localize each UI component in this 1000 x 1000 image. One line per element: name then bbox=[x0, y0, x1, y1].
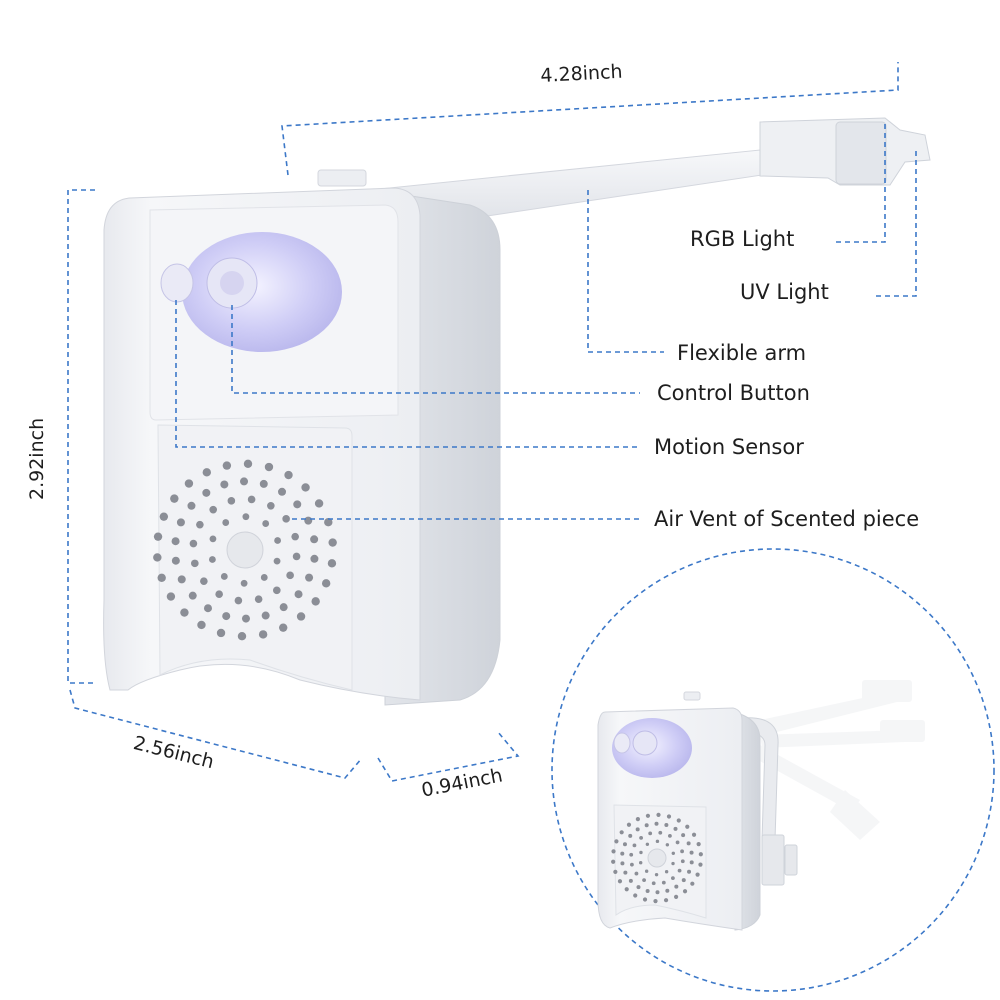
guide-lines bbox=[67, 62, 995, 992]
leader-motion-sensor bbox=[175, 300, 640, 448]
dim-line-height bbox=[67, 189, 95, 684]
motion-sensor bbox=[160, 263, 194, 303]
label-air-vent: Air Vent of Scented piece bbox=[654, 507, 920, 531]
dim-line-width bbox=[69, 689, 363, 779]
label-rgb-light: RGB Light bbox=[690, 227, 795, 251]
leader-rgb-light bbox=[836, 122, 886, 243]
lens-window bbox=[182, 232, 342, 352]
leader-flexible-arm bbox=[587, 190, 664, 353]
dimension-length: 4.28inch bbox=[539, 60, 624, 87]
dimension-height: 2.92inch bbox=[26, 417, 48, 500]
label-uv-light: UV Light bbox=[740, 280, 829, 304]
dim-line-depth bbox=[377, 731, 520, 782]
inset-vent-holes bbox=[611, 812, 703, 904]
label-control-button: Control Button bbox=[657, 381, 810, 405]
leader-control-button bbox=[231, 305, 640, 394]
label-flexible-arm: Flexible arm bbox=[677, 341, 807, 365]
vent-holes bbox=[153, 459, 337, 641]
leader-uv-light bbox=[876, 150, 917, 297]
main-device bbox=[103, 117, 931, 706]
inset-device bbox=[597, 680, 925, 931]
inset-circle bbox=[551, 548, 995, 992]
label-motion-sensor: Motion Sensor bbox=[654, 435, 804, 459]
